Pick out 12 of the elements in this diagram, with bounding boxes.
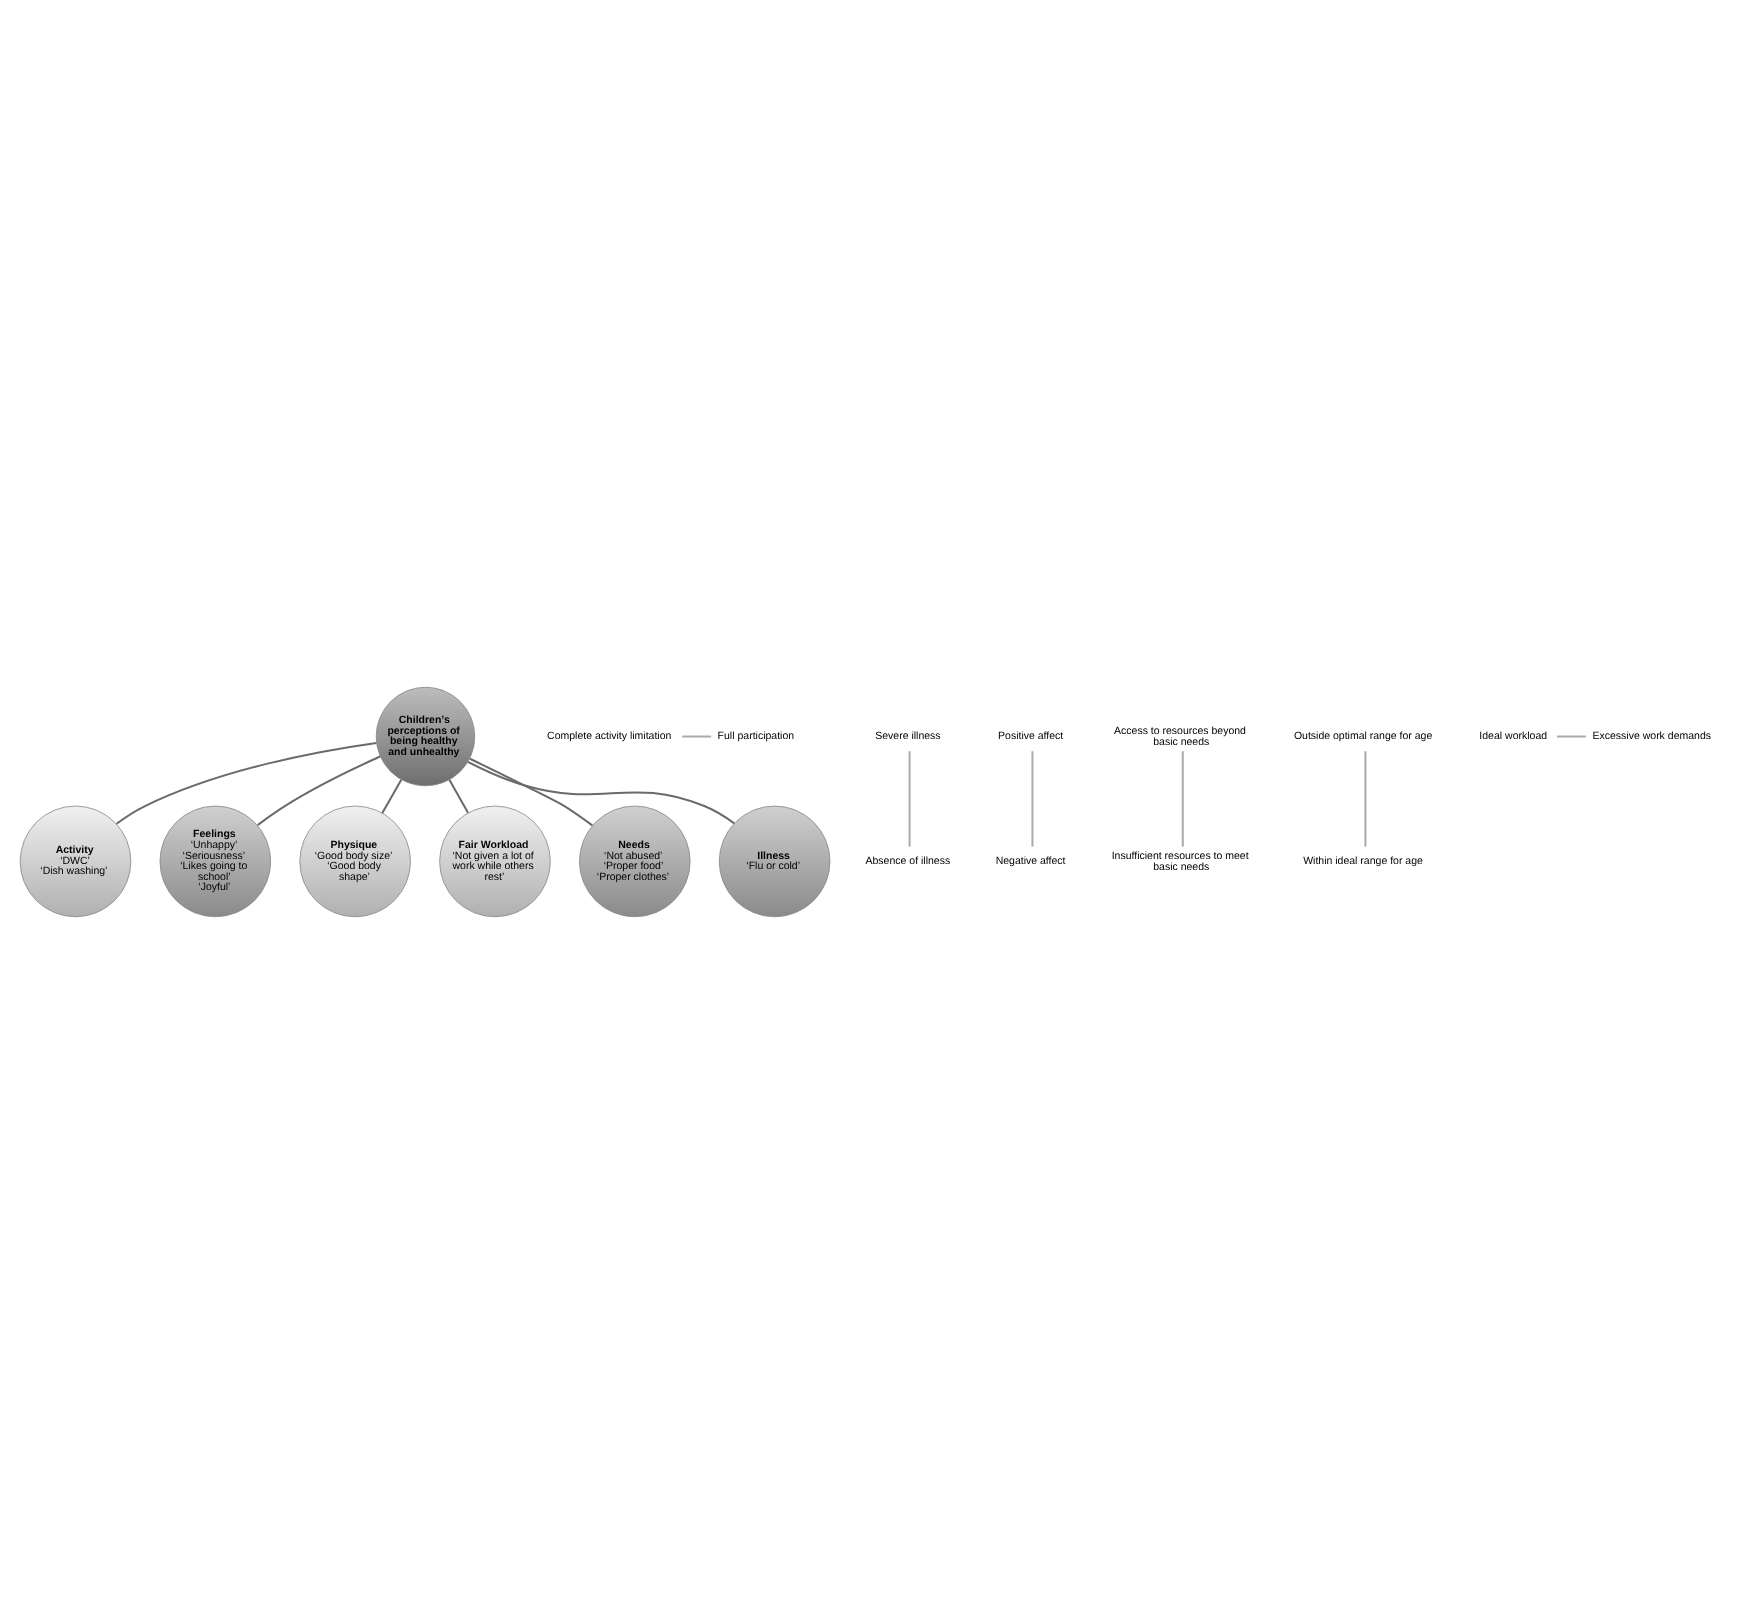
- connector: [381, 779, 403, 814]
- connector: [1181, 751, 1184, 847]
- connector: [448, 779, 469, 814]
- connector: [469, 757, 593, 827]
- connector: [257, 755, 381, 826]
- connector: [682, 735, 712, 738]
- connector: [1031, 751, 1034, 847]
- connector: [1364, 751, 1367, 847]
- connector: [908, 751, 911, 847]
- connector: [1557, 735, 1586, 738]
- connector: [116, 741, 377, 825]
- connector: [467, 760, 735, 825]
